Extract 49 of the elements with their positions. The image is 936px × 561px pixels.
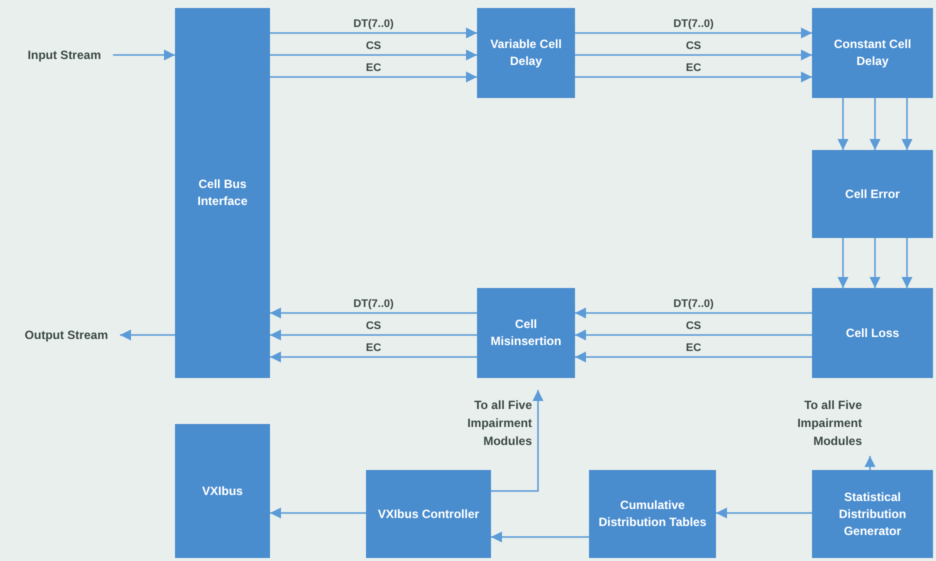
process-box [812,8,933,98]
arrow [270,352,477,362]
arrow [575,308,812,318]
process-box [366,470,491,558]
arrow [270,508,366,518]
arrow [575,72,812,82]
annotation-text: Output Stream [24,327,109,344]
arrow [902,98,912,150]
arrow [270,72,477,82]
process-box [175,424,270,558]
arrow [113,50,175,60]
arrow [864,456,876,470]
arrow [870,98,880,150]
annotation-text: To all Five Impairment Modules [796,397,863,450]
arrow [716,508,812,518]
arrow [902,238,912,288]
annotation-text: Input Stream [26,47,102,64]
box-title: Cell Bus Interface [196,176,249,210]
box-title: Cell Loss [844,324,900,342]
arrow [120,330,175,340]
arrow [270,50,477,60]
process-box [812,470,933,558]
arrow [575,330,812,340]
arrow [575,28,812,38]
arrow [270,28,477,38]
annotation-text: To all Five Impairment Modules [466,397,533,450]
arrow [575,50,812,60]
box-title: Cell Misinsertion [490,316,562,350]
box-title: Statistical Distribution Generator [838,488,908,540]
arrow [870,238,880,288]
box-title: VXIbus [201,482,244,500]
process-box [477,8,575,98]
arrow [838,238,848,288]
process-box [589,470,716,558]
arrow [491,532,589,542]
arrow [270,330,477,340]
box-title: Constant Cell Delay [832,36,912,70]
box-title: VXIbus Controller [376,506,480,522]
process-box [812,288,933,378]
arrow [838,98,848,150]
box-title: Cumulative Distribution Tables [598,497,708,531]
process-box [477,288,575,378]
process-box [175,8,270,378]
box-title: Cell Error [844,186,901,202]
process-box [812,150,933,238]
arrow [575,352,812,362]
arrow [491,390,544,492]
box-title: Variable Cell Delay [489,36,563,70]
arrow [270,308,477,318]
